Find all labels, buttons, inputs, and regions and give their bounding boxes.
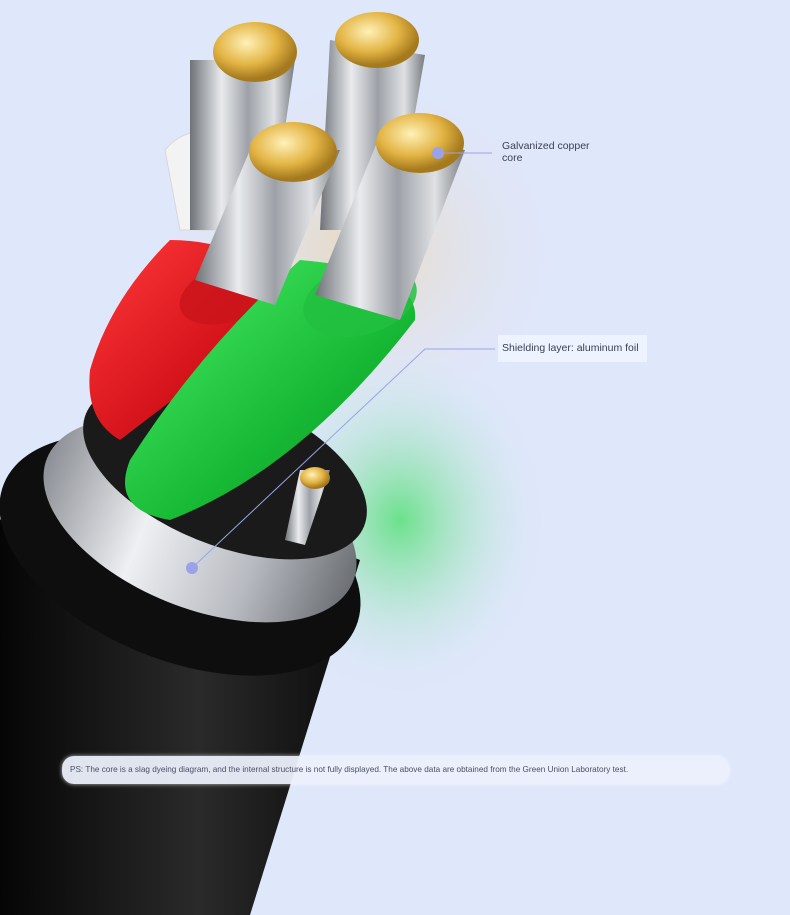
shield-callout-line — [191, 348, 495, 569]
copper-tip-back-right — [335, 12, 419, 68]
strand-bundle-front-left — [195, 150, 340, 305]
copper-tip-front-left — [249, 122, 337, 182]
inner-strand — [285, 470, 330, 545]
copper-tip-front-right — [376, 113, 464, 173]
disclaimer-bar: PS: The core is a slag dyeing diagram, a… — [62, 756, 729, 784]
shielding-layer-label: Shielding layer: aluminum foil — [498, 335, 647, 362]
strand-bundle-front-right — [315, 135, 465, 320]
copper-tip-inner — [300, 467, 330, 489]
copper-callout-dot — [432, 147, 444, 159]
copper-core-label: Galvanized copper core — [502, 140, 590, 164]
copper-tip-back-left — [213, 22, 297, 82]
disclaimer-text: PS: The core is a slag dyeing diagram, a… — [70, 765, 629, 774]
shield-callout-dot — [186, 562, 198, 574]
